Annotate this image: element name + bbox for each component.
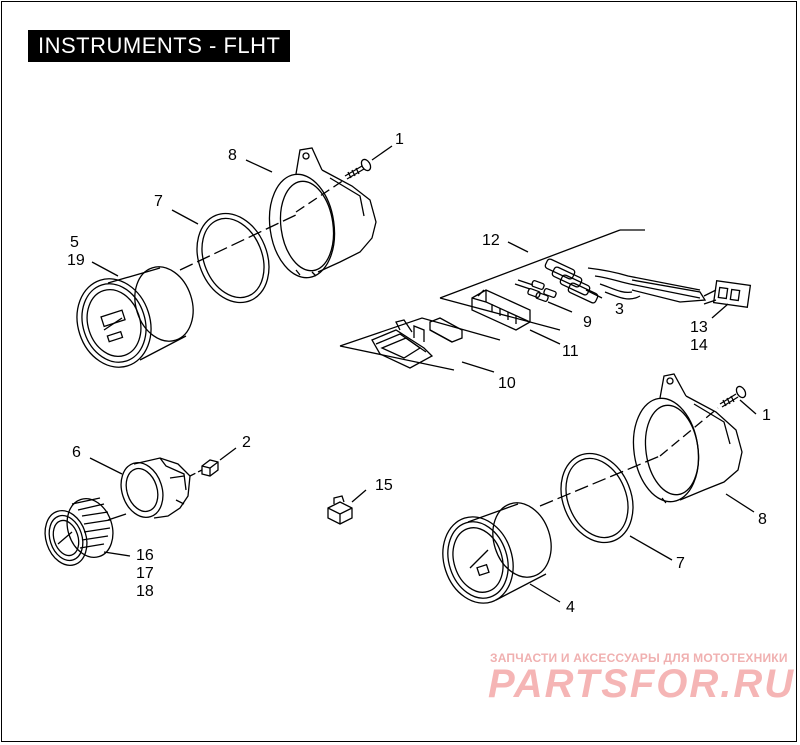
nut-part-2[interactable] — [201, 459, 219, 477]
small-gauge-part-16-17-18[interactable] — [38, 493, 127, 571]
instrument-housing-part-8-top[interactable] — [263, 147, 377, 282]
callout-18: 18 — [136, 583, 154, 600]
gasket-ring-part-7-right[interactable] — [548, 443, 646, 554]
seal-part-10[interactable] — [371, 317, 463, 369]
gauge-bracket-part-6[interactable] — [114, 457, 191, 523]
screw-part-1-right[interactable] — [719, 385, 747, 408]
page-title: INSTRUMENTS - FLHT — [28, 30, 291, 62]
callout-labels: 1 8 7 5 19 12 3 9 11 10 13 14 1 6 2 15 1… — [67, 131, 771, 616]
callout-14: 14 — [690, 337, 708, 354]
callout-1-top: 1 — [395, 131, 404, 148]
instrument-housing-part-8-right[interactable] — [627, 373, 743, 506]
clip-part-15[interactable] — [327, 495, 353, 525]
callout-15: 15 — [375, 477, 393, 494]
callout-1-right: 1 — [762, 407, 771, 424]
callout-13: 13 — [690, 319, 708, 336]
callout-5: 5 — [70, 234, 79, 251]
screw-part-1-top[interactable] — [344, 158, 372, 180]
callout-19: 19 — [67, 252, 85, 269]
callout-9: 9 — [583, 314, 592, 331]
gauge-part-5-19[interactable] — [66, 259, 203, 377]
callout-7-top: 7 — [154, 193, 163, 210]
callout-11: 11 — [562, 343, 579, 360]
callout-17: 17 — [136, 565, 154, 582]
callout-4: 4 — [566, 599, 575, 616]
leader-lines — [89, 145, 757, 603]
terminal-pins-part-9[interactable] — [514, 279, 557, 302]
gasket-ring-part-7-top[interactable] — [184, 203, 282, 314]
connector-housing-part-11[interactable] — [471, 289, 531, 331]
callout-6: 6 — [72, 444, 81, 461]
bracket-part-10 — [339, 317, 501, 371]
callout-8-top: 8 — [228, 147, 237, 164]
callout-12: 12 — [482, 232, 500, 249]
callout-2: 2 — [242, 434, 251, 451]
callout-8-right: 8 — [758, 511, 767, 528]
watermark-brand: PARTSFOR.RU — [488, 662, 796, 706]
callout-7-right: 7 — [676, 555, 685, 572]
gauge-part-4[interactable] — [432, 495, 560, 612]
callout-16: 16 — [136, 547, 154, 564]
callout-10: 10 — [498, 375, 516, 392]
watermark-tagline: ЗАПЧАСТИ И АКСЕССУАРЫ ДЛЯ МОТОТЕХНИКИ — [490, 651, 788, 665]
callout-3: 3 — [615, 301, 624, 318]
wiring-harness-part-13-14[interactable] — [544, 258, 752, 308]
